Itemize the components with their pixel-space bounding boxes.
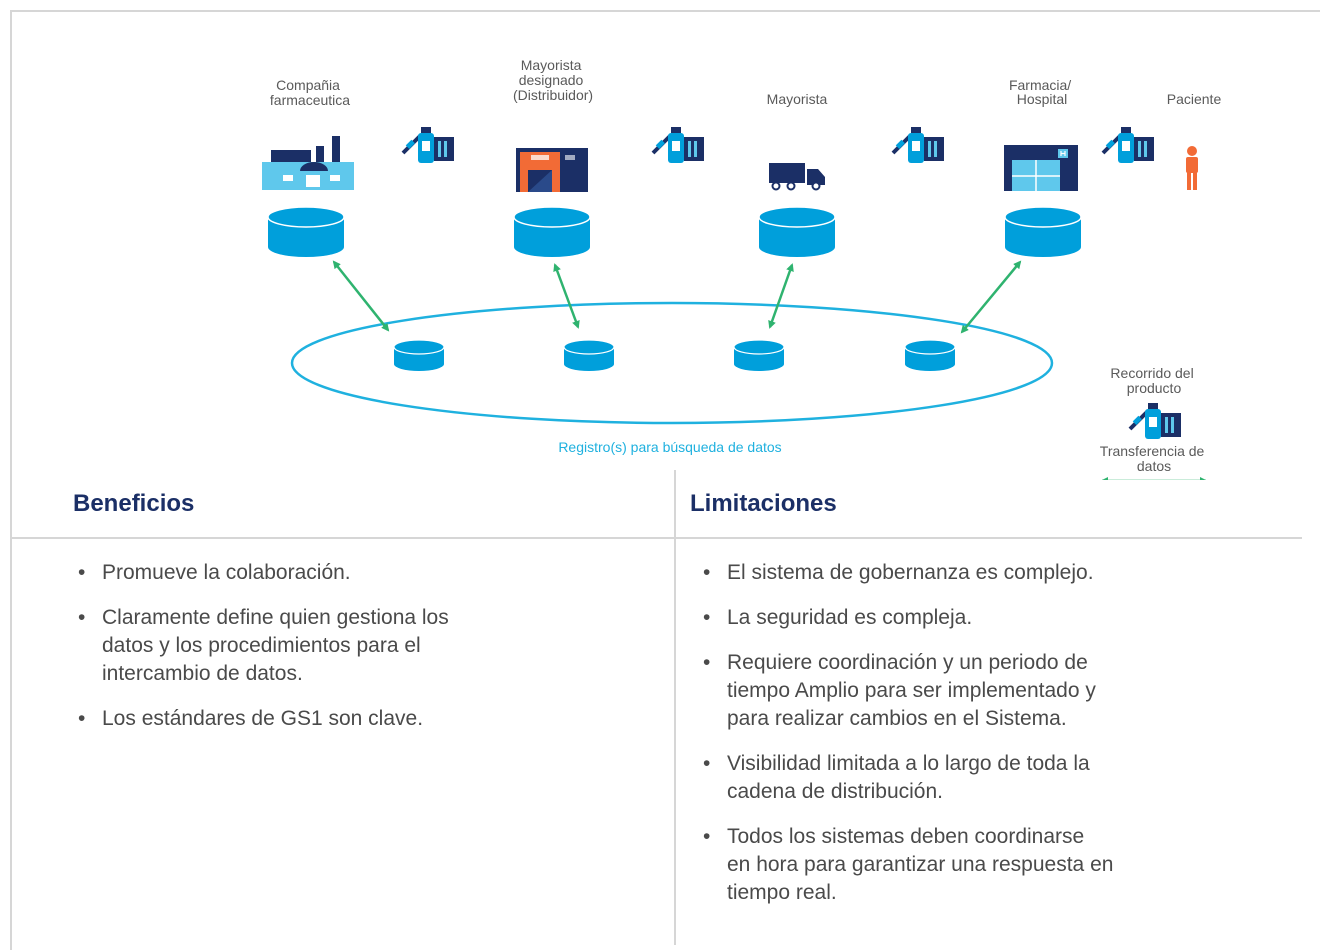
data-transfer-arrow bbox=[768, 263, 794, 329]
list-item: Los estándares de GS1 son clave. bbox=[74, 705, 664, 733]
hospital-icon bbox=[1004, 145, 1078, 191]
legend-product-path-label: Recorrido del producto bbox=[1110, 365, 1197, 396]
data-transfer-arrow bbox=[332, 260, 390, 332]
registry-database-icon bbox=[393, 339, 445, 371]
data-transfer-arrow bbox=[553, 263, 580, 329]
patient-icon bbox=[1186, 146, 1198, 190]
medicine-icon bbox=[651, 127, 704, 163]
database-icon bbox=[513, 206, 591, 257]
warehouse-icon bbox=[516, 148, 588, 192]
limitations-title: Limitaciones bbox=[690, 490, 837, 517]
frame-top-border bbox=[10, 10, 1320, 12]
medicine-icon bbox=[1101, 127, 1154, 163]
actor-label-pharmacy: Farmacia/ Hospital bbox=[1009, 77, 1075, 107]
registry-database-icon bbox=[733, 339, 785, 371]
supply-chain-diagram: Compañia farmaceutica Mayorista designad… bbox=[262, 57, 1222, 480]
frame-left-border bbox=[10, 10, 12, 950]
limitations-list: El sistema de gobernanza es complejo. La… bbox=[699, 559, 1319, 924]
benefits-list: Promueve la colaboración. Claramente def… bbox=[74, 559, 664, 750]
medicine-icon bbox=[891, 127, 944, 163]
list-item: Claramente define quien gestiona losdato… bbox=[74, 604, 664, 688]
legend-data-transfer-label: Transferencia de datos bbox=[1100, 443, 1208, 474]
registry-ellipse bbox=[290, 301, 1054, 425]
list-item: La seguridad es compleja. bbox=[699, 604, 1319, 632]
factory-icon bbox=[262, 136, 354, 190]
benefits-title: Beneficios bbox=[73, 490, 195, 517]
actor-label-designated-wholesaler: Mayorista designado (Distribuidor) bbox=[513, 57, 593, 103]
actor-label-pharma: Compañia farmaceutica bbox=[270, 77, 350, 108]
list-item: Requiere coordinación y un periodo detie… bbox=[699, 649, 1319, 733]
column-divider bbox=[674, 470, 676, 945]
list-item: Visibilidad limitada a lo largo de toda … bbox=[699, 750, 1319, 806]
database-icon bbox=[758, 206, 836, 257]
list-item: El sistema de gobernanza es complejo. bbox=[699, 559, 1319, 587]
medicine-icon bbox=[401, 127, 454, 163]
database-icon bbox=[1004, 206, 1082, 257]
registry-label: Registro(s) para búsqueda de datos bbox=[558, 439, 781, 455]
database-icon bbox=[267, 206, 345, 257]
section-divider bbox=[12, 537, 1302, 539]
data-transfer-arrow bbox=[960, 260, 1022, 334]
truck-icon bbox=[769, 163, 825, 191]
actor-label-wholesaler: Mayorista bbox=[767, 91, 828, 107]
list-item: Promueve la colaboración. bbox=[74, 559, 664, 587]
actor-label-patient: Paciente bbox=[1167, 91, 1222, 107]
registry-database-icon bbox=[904, 339, 956, 371]
legend-medicine-icon bbox=[1128, 403, 1181, 439]
registry-database-icon bbox=[563, 339, 615, 371]
